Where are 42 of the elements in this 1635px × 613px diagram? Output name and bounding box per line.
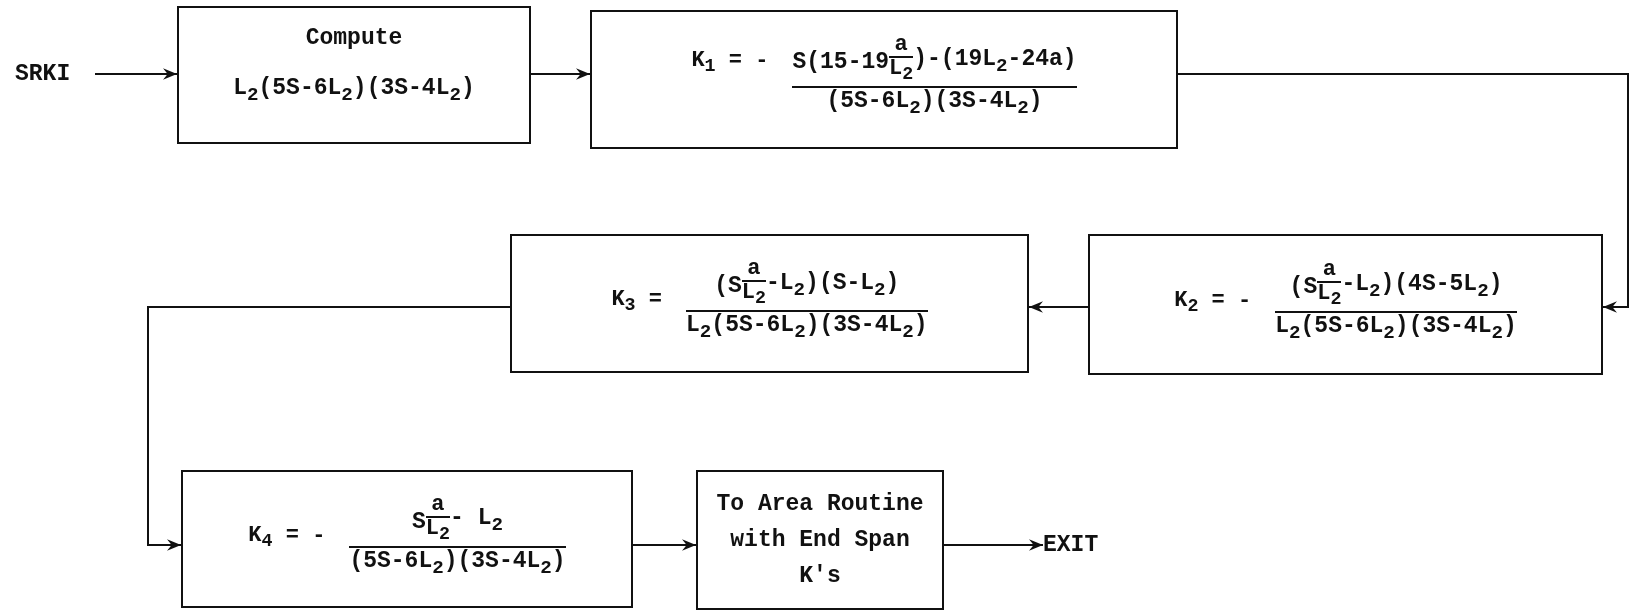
numerator-text: S(15-19 xyxy=(792,49,890,76)
arrow xyxy=(530,68,591,80)
process-box xyxy=(696,470,944,610)
numerator-text: (S xyxy=(1289,274,1318,301)
denominator-text: L$_{2}$(5S-6L$_{2}$)(3S-4L$_{2}$) xyxy=(686,312,928,345)
numerator-text: a xyxy=(894,34,908,56)
formula-box xyxy=(590,10,1178,149)
numerator-text: )-(19L$_{2}$-24a) xyxy=(913,45,1077,79)
arrow xyxy=(147,306,511,551)
formula-text: L$_{2}$(5S-6L$_{2}$)(3S-4L$_{2}$) xyxy=(233,74,475,108)
numerator-text: a xyxy=(1322,259,1336,281)
box-text: To Area Routine with End Span K's xyxy=(715,490,925,591)
formula-box xyxy=(181,470,633,608)
numerator-text: (S xyxy=(714,273,742,300)
numerator-text: a xyxy=(431,493,445,516)
formula-box xyxy=(510,234,1029,373)
numerator-text: -L$_{2}$)(4S-5L$_{2}$) xyxy=(1341,270,1503,304)
arrow xyxy=(1028,301,1089,313)
arrow xyxy=(1177,73,1629,313)
denominator-text: L$_{2}$ xyxy=(741,282,766,311)
exit-label: EXIT xyxy=(1043,531,1113,559)
box-heading: Compute xyxy=(305,24,403,51)
numerator-text: S xyxy=(412,508,426,535)
arrow xyxy=(943,539,1044,551)
denominator-text: L$_{2}$(5S-6L$_{2}$)(3S-4L$_{2}$) xyxy=(1275,313,1517,346)
denominator-text: L$_{2}$ xyxy=(889,58,914,87)
process-box xyxy=(177,6,531,144)
numerator-text: -L$_{2}$)(S-L$_{2}$) xyxy=(766,269,900,303)
arrow xyxy=(632,539,697,551)
denominator-text: (5S-6L$_{2}$)(3S-4L$_{2}$) xyxy=(349,547,566,581)
formula-label: K$_{2}$ = - xyxy=(1174,288,1252,320)
denominator-text: L$_{2}$ xyxy=(425,517,451,546)
start-label: SRKI xyxy=(15,60,95,88)
numerator-text: - L$_{2}$ xyxy=(450,505,503,538)
denominator-text: (5S-6L$_{2}$)(3S-4L$_{2}$) xyxy=(826,88,1043,121)
formula-label: K$_{1}$ = - xyxy=(691,48,769,80)
arrow xyxy=(94,68,178,80)
formula-label: K$_{3}$ = xyxy=(611,287,662,319)
formula-box xyxy=(1088,234,1603,375)
denominator-text: L$_{2}$ xyxy=(1317,283,1342,312)
formula-label: K$_{4}$ = - xyxy=(248,522,326,555)
numerator-text: a xyxy=(747,258,761,280)
